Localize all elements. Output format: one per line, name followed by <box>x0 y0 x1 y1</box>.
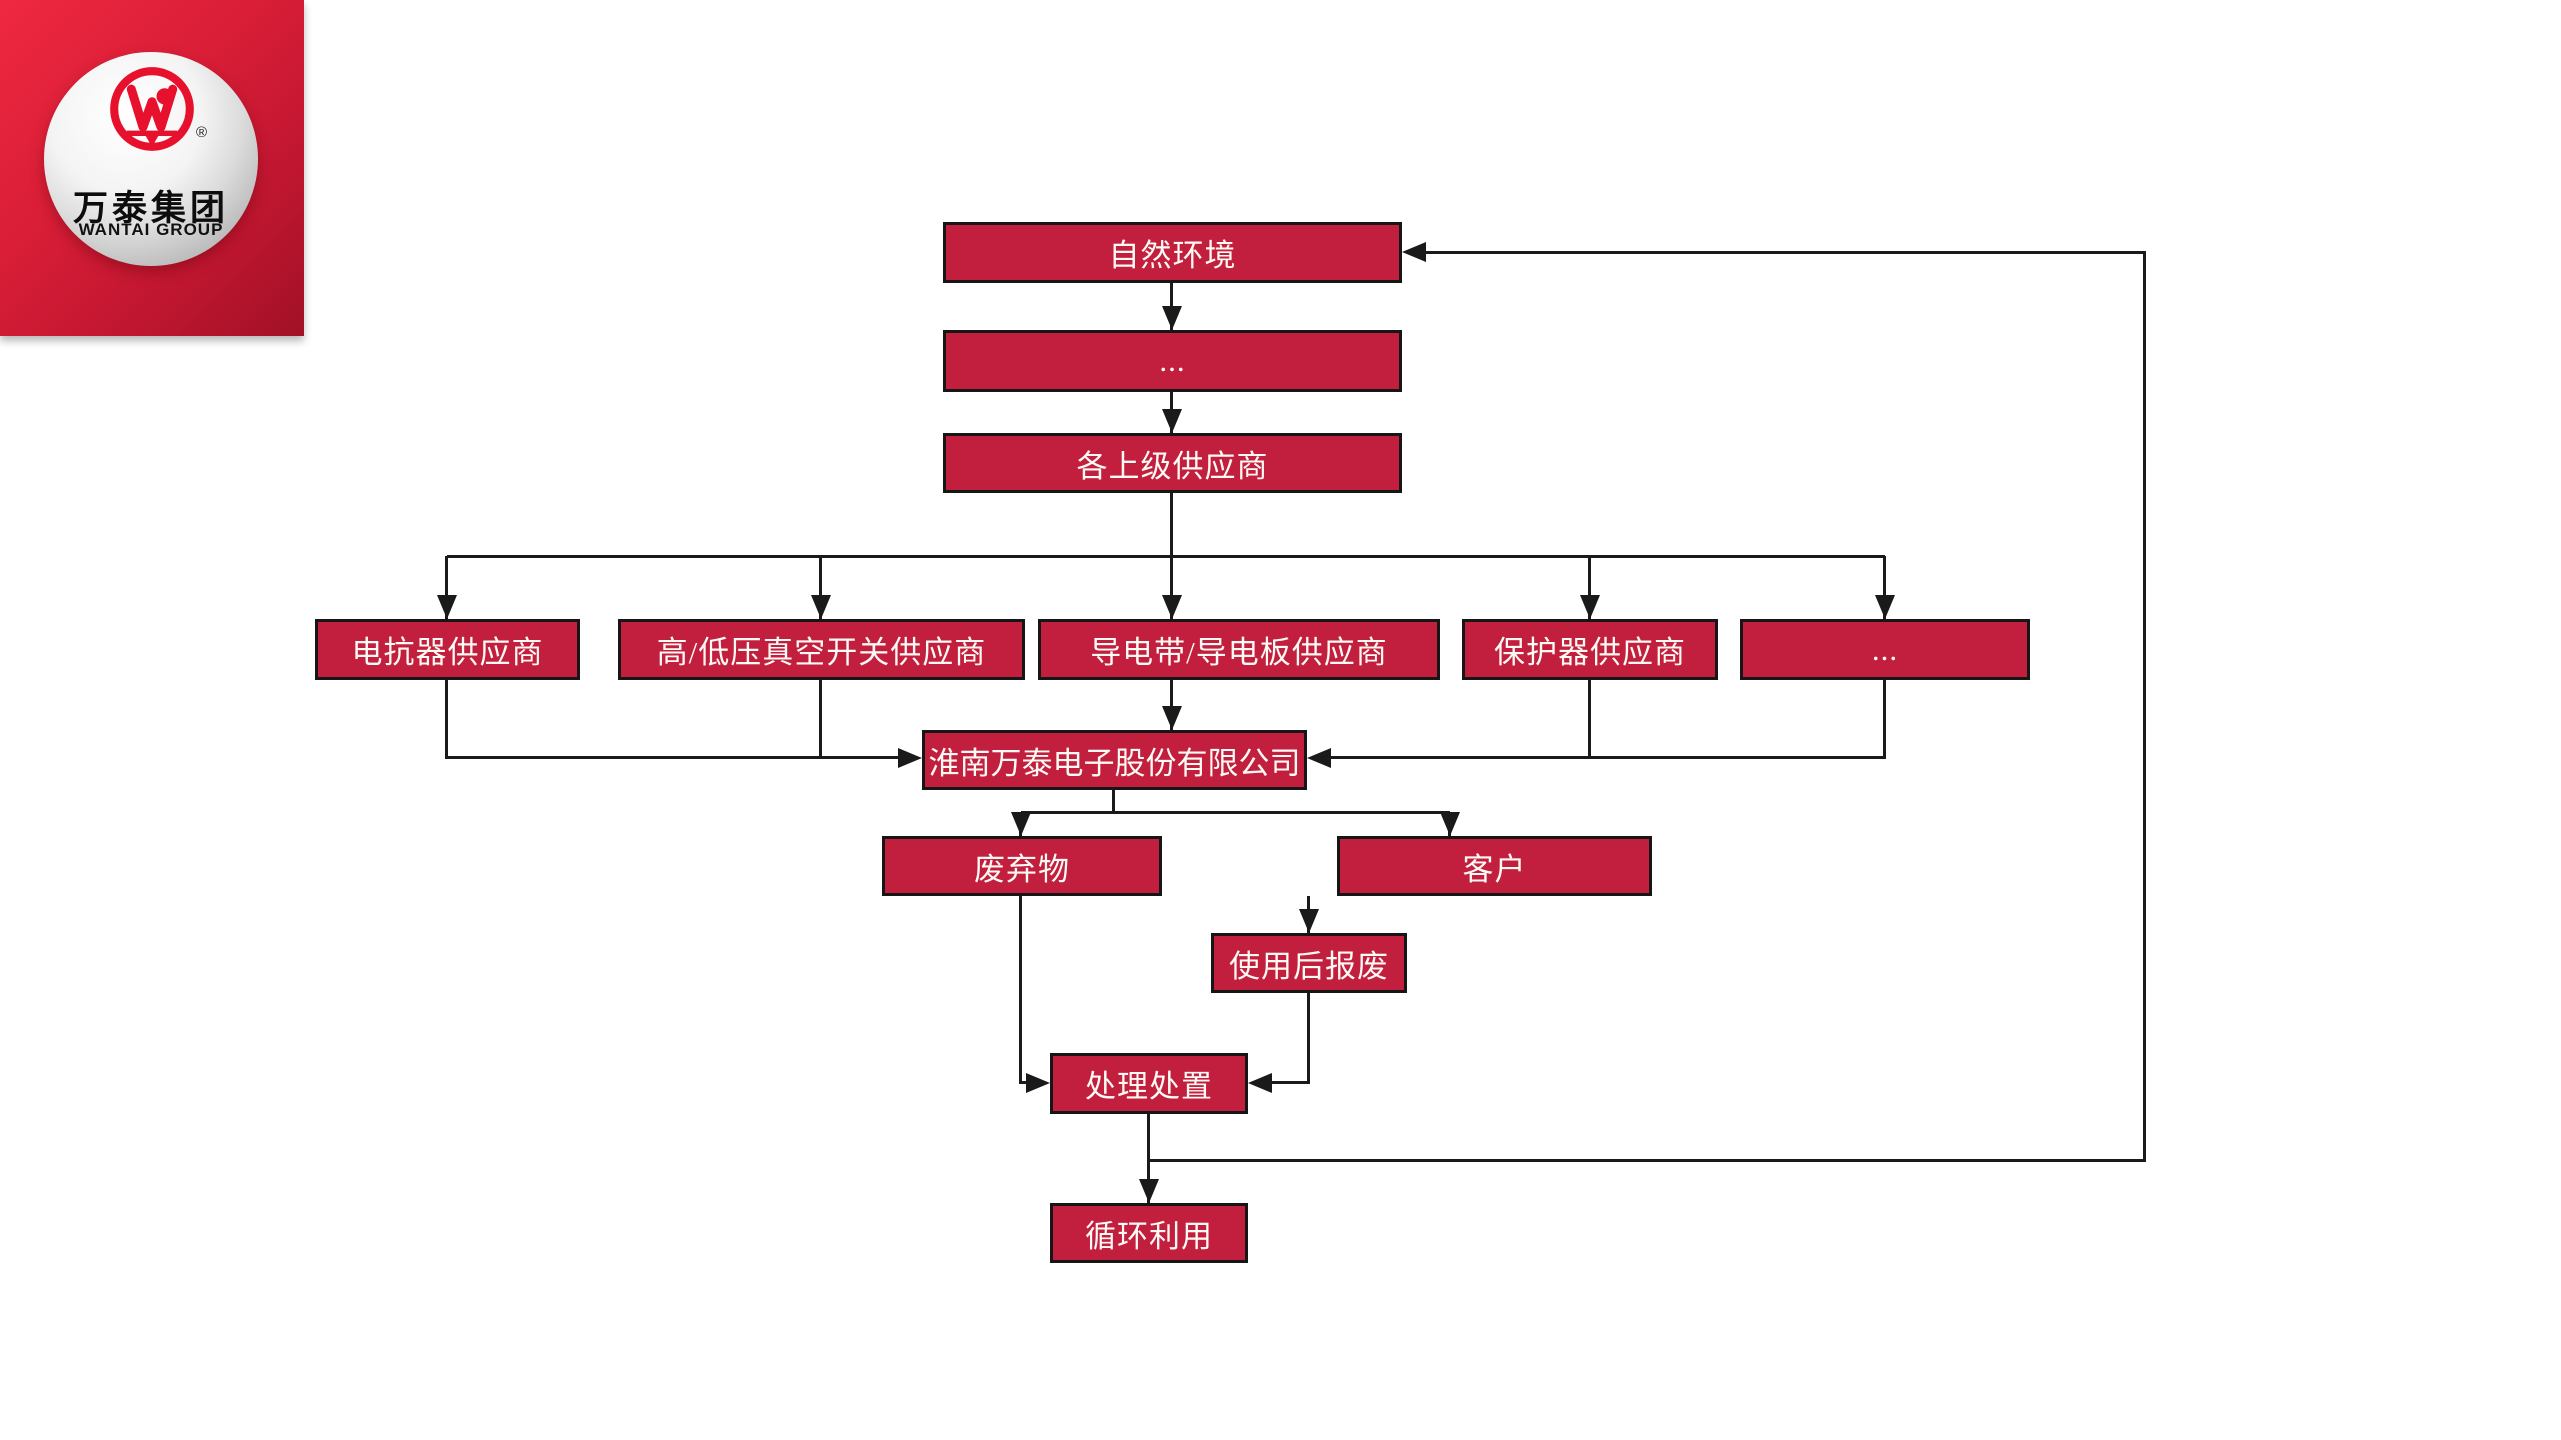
logo-name-en: WANTAI GROUP <box>78 220 224 239</box>
arrowhead-into-company-top <box>1162 706 1182 730</box>
distribution-line <box>447 555 1885 558</box>
node-disposal: 处理处置 <box>1050 1053 1248 1114</box>
connector-disposal-recycle <box>1147 1114 1150 1203</box>
arrowhead-into-company-right <box>1307 748 1331 768</box>
node-ellipsis-top: ... <box>943 330 1402 392</box>
logo-name-cn: 万泰集团 <box>72 189 229 228</box>
node-upstream-suppliers: 各上级供应商 <box>943 433 1402 493</box>
drop-to-reactor <box>445 556 448 619</box>
arrowhead-into-disposal-right <box>1248 1073 1272 1093</box>
drop-from-scrap <box>1307 993 1310 1084</box>
wantai-w-emblem-icon <box>110 67 194 151</box>
node-supplier-vacuum-switch: 高/低压真空开关供应商 <box>618 619 1025 680</box>
arrowhead-into-waste <box>1011 812 1031 836</box>
node-supplier-protector: 保护器供应商 <box>1462 619 1718 680</box>
feedback-top-line <box>1424 251 2146 254</box>
drop-from-protector <box>1588 680 1591 758</box>
drop-from-supplier-ellipsis <box>1883 680 1886 758</box>
feedback-right-line <box>2143 251 2146 1162</box>
node-nature: 自然环境 <box>943 222 1402 283</box>
drop-from-reactor <box>445 680 448 758</box>
node-supplier-conductive: 导电带/导电板供应商 <box>1038 619 1440 680</box>
arrowhead-into-nature <box>1402 242 1426 262</box>
feedback-bottom-line <box>1149 1159 2146 1162</box>
left-merge-line <box>445 756 900 759</box>
company-split-line <box>1021 811 1450 814</box>
arrowhead-into-ellipsis-top <box>1162 306 1182 330</box>
drop-from-switch <box>819 680 822 758</box>
drop-to-supplier-ellipsis <box>1883 556 1886 619</box>
scrap-disposal-stub <box>1268 1081 1310 1084</box>
node-recycle: 循环利用 <box>1050 1203 1248 1263</box>
arrowhead-into-switch <box>811 595 831 619</box>
arrowhead-into-customer <box>1440 812 1460 836</box>
arrowhead-into-upstream <box>1162 409 1182 433</box>
arrowhead-into-supplier-ellipsis <box>1875 595 1895 619</box>
drop-from-waste <box>1019 896 1022 1084</box>
connector-conductive-company <box>1170 680 1173 730</box>
arrowhead-into-reactor <box>437 595 457 619</box>
arrowhead-into-recycle <box>1139 1179 1159 1203</box>
node-customer: 客户 <box>1337 836 1652 896</box>
arrowhead-into-company-left <box>898 748 922 768</box>
arrowhead-into-conductive <box>1162 595 1182 619</box>
node-company: 淮南万泰电子股份有限公司 <box>922 730 1307 790</box>
right-merge-line <box>1331 756 1886 759</box>
node-waste: 废弃物 <box>882 836 1162 896</box>
drop-from-company <box>1112 790 1115 813</box>
wantai-logo: ® 万泰集团 WANTAI GROUP <box>0 0 304 336</box>
drop-to-switch <box>819 556 822 619</box>
logo-sphere: ® 万泰集团 WANTAI GROUP <box>44 52 258 266</box>
node-supplier-ellipsis: ... <box>1740 619 2030 680</box>
drop-to-protector <box>1588 556 1591 619</box>
arrowhead-into-scrap <box>1299 909 1319 933</box>
registered-mark: ® <box>196 124 208 141</box>
node-supplier-reactor: 电抗器供应商 <box>315 619 580 680</box>
node-scrap-after-use: 使用后报废 <box>1211 933 1407 993</box>
arrowhead-into-protector <box>1580 595 1600 619</box>
arrowhead-into-disposal-left <box>1026 1073 1050 1093</box>
